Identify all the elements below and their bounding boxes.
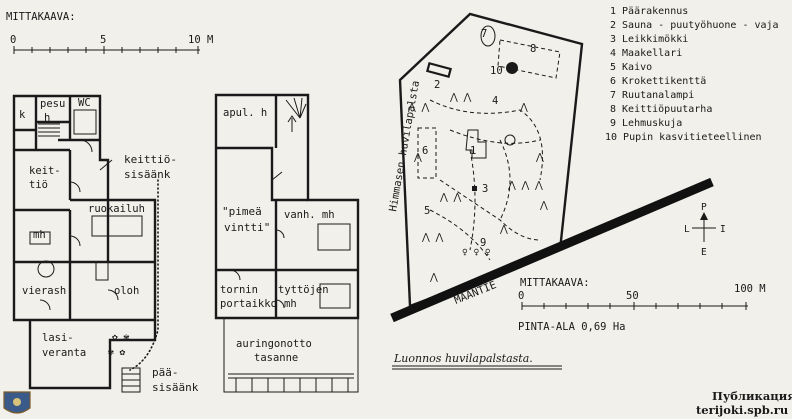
room-tornin-line1: tornin: [220, 284, 258, 296]
compass-west: L: [684, 224, 690, 235]
legend-item-7: 7 Ruutanalampi: [610, 90, 694, 101]
svg-text:✿ ✾: ✿ ✾: [112, 332, 129, 343]
legend-item-1: 1 Päärakennus: [610, 6, 688, 17]
compass-north: P: [701, 202, 707, 213]
legend-item-5: 5 Kaivo: [610, 62, 652, 73]
room-auringonotto-line2: tasanne: [254, 352, 298, 364]
site-scale: MITTAKAAVA: 0 50 100 M: [518, 277, 766, 310]
room-vintti-line1: "pimeä: [222, 205, 262, 218]
site-scale-tick-100: 100 M: [734, 283, 766, 295]
svg-text:✾ ✿: ✾ ✿: [108, 347, 125, 358]
site-marker-9: 9: [480, 237, 486, 249]
room-lasiveranta-line1: lasi-: [42, 332, 74, 344]
legend-item-4: 4 Maakellari: [610, 48, 682, 59]
site-plan: ⋀ ⋀ ⋀ ⋀ ⋀ ⋀ ⋀ ⋀ ⋀ ⋀ ⋀ ⋀ ⋀ ⋀ ⋀ ⋀ ⋀ ♀ ♀ ♀ …: [387, 12, 766, 370]
main-entrance-line2: sisäänk: [152, 381, 199, 394]
upper-floor-plan: apul. h "pimeä vintti" vanh. mh tornin p…: [214, 93, 360, 393]
site-scale-tick-50: 50: [626, 290, 639, 302]
legend-item-8: 8 Keittiöpuutarha: [610, 104, 712, 115]
room-wc: WC: [78, 97, 91, 109]
floor-scale-tick-0: 0: [10, 34, 16, 46]
room-tornin-line2: portaikko: [220, 298, 277, 310]
room-auringonotto-line1: auringonotto: [236, 338, 312, 350]
compass-rose: P L I E: [684, 202, 726, 258]
legend-item-3: 3 Leikkimökki: [610, 34, 688, 45]
svg-text:⋀: ⋀: [499, 224, 509, 235]
room-tyttojen-line1: tyttöjen: [278, 284, 329, 296]
legend-item-6: 6 Krokettikenttä: [610, 76, 706, 87]
kitchen-entrance-line1: keittiö-: [124, 153, 177, 166]
svg-text:⋀ ⋀: ⋀ ⋀: [449, 92, 473, 103]
site-legend: 1 Päärakennus 2 Sauna - puutyöhuone - va…: [605, 6, 779, 143]
floor-scale-tick-5: 5: [100, 34, 106, 46]
site-area: PINTA-ALA 0,69 Ha: [518, 321, 625, 333]
site-marker-3: 3: [482, 183, 488, 195]
room-keittio-line2: tiö: [29, 179, 48, 191]
room-h: h: [44, 112, 50, 124]
floor-scale-tick-10: 10 M: [188, 34, 213, 46]
svg-text:⋀: ⋀: [519, 102, 529, 113]
room-k: k: [19, 109, 26, 121]
legend-item-9: 9 Lehmuskuja: [610, 118, 682, 129]
watermark: Публикация terijoki.spb.ru: [696, 389, 792, 417]
svg-text:⋀ ⋀ ⋀: ⋀ ⋀ ⋀: [507, 180, 544, 191]
floor-scale: MITTAKAAVA: 0 5 10 M: [6, 11, 213, 54]
room-lasiveranta-line2: veranta: [42, 347, 86, 359]
legend-item-10: 10 Pupin kasvitieteellinen: [605, 132, 762, 143]
room-keittio-line1: keit-: [29, 165, 61, 177]
room-pesu: pesu: [40, 98, 65, 110]
site-marker-4: 4: [492, 95, 498, 107]
room-apul-h: apul. h: [223, 107, 267, 119]
site-marker-2: 2: [434, 79, 440, 91]
svg-text:⋀ ⋀: ⋀ ⋀: [421, 232, 445, 243]
site-marker-5: 5: [424, 205, 430, 217]
ground-floor-plan: ✿ ✾ ✾ ✿ k pesu h WC keit- tiö ruokailuh …: [12, 94, 199, 394]
site-scale-title: MITTAKAAVA:: [520, 277, 590, 289]
road-line: [390, 177, 714, 323]
site-marker-6: 6: [422, 145, 428, 157]
room-tyttojen-line2: mh: [284, 298, 297, 310]
room-vintti-line2: vintti": [224, 221, 270, 234]
room-oloh: oloh: [114, 285, 139, 297]
main-entrance-line1: pää-: [152, 366, 179, 379]
svg-text:♀ ♀ ♀: ♀ ♀ ♀: [462, 247, 491, 258]
svg-text:⋀ ⋀: ⋀ ⋀: [407, 102, 431, 113]
kitchen-entrance-line2: sisäänk: [124, 168, 171, 181]
room-vanh-mh: vanh. mh: [284, 209, 335, 221]
room-ruokailuh: ruokailuh: [88, 203, 145, 215]
svg-text:⋀: ⋀: [539, 200, 549, 211]
watermark-line1: Публикация: [712, 389, 792, 403]
svg-text:⋀ ⋀: ⋀ ⋀: [439, 192, 463, 203]
room-vierash: vierash: [22, 285, 66, 297]
watermark-line2: terijoki.spb.ru: [696, 403, 788, 417]
compass-south: E: [701, 247, 707, 258]
legend-item-2: 2 Sauna - puutyöhuone - vaja: [610, 20, 779, 31]
site-logo: [3, 391, 31, 414]
site-marker-8: 8: [530, 43, 536, 55]
compass-east: I: [720, 224, 726, 235]
site-caption: Luonnos huvilapalstasta.: [393, 352, 533, 365]
svg-text:⋀: ⋀: [429, 272, 439, 283]
site-marker-1: 1: [470, 145, 476, 157]
site-scale-tick-0: 0: [518, 290, 524, 302]
floor-scale-title: MITTAKAAVA:: [6, 11, 76, 23]
room-mh: mh: [33, 229, 46, 241]
svg-text:⋀: ⋀: [413, 152, 423, 163]
site-marker-7: 7: [481, 28, 487, 40]
site-marker-10: 10: [490, 65, 503, 77]
svg-text:⋀: ⋀: [535, 152, 545, 163]
